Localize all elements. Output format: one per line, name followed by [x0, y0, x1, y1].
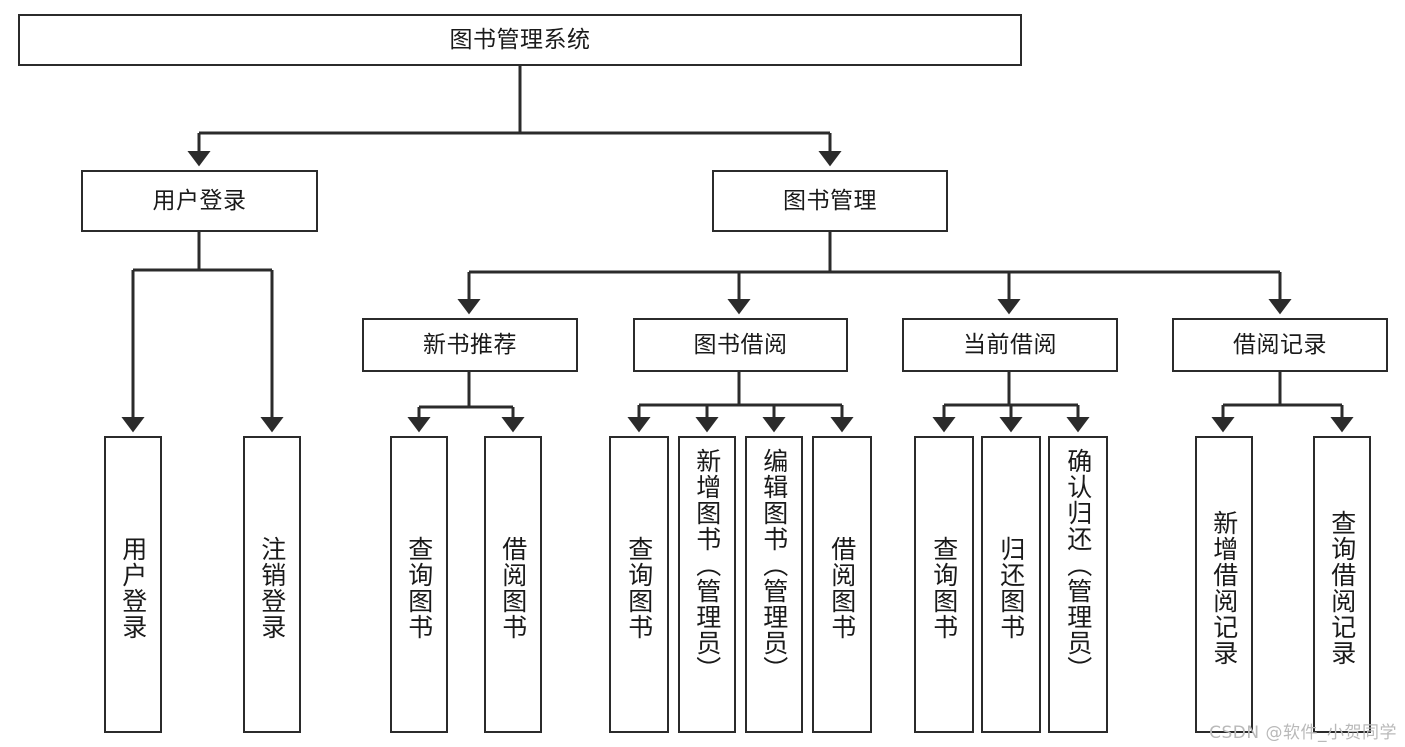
node-new-book-recommend[interactable]: 新书推荐 — [362, 318, 578, 372]
node-label: 图书管理 — [783, 187, 877, 214]
leaf-current-borrow-query[interactable]: 查询图书 — [914, 436, 974, 733]
node-label: 新书推荐 — [423, 331, 517, 358]
node-label: 确认归还（管理员） — [1063, 448, 1093, 682]
node-label: 归还图书 — [996, 535, 1026, 640]
csdn-watermark: CSDN @软件_小贺同学 — [1209, 723, 1397, 743]
node-label: 借阅记录 — [1233, 331, 1327, 358]
node-label: 借阅图书 — [498, 535, 528, 640]
node-label: 新增借阅记录 — [1209, 509, 1239, 666]
node-label: 注销登录 — [257, 535, 287, 640]
node-label: 查询图书 — [404, 535, 434, 640]
node-current-borrow[interactable]: 当前借阅 — [902, 318, 1118, 372]
node-label: 借阅图书 — [827, 535, 857, 640]
leaf-book-borrow-edit[interactable]: 编辑图书（管理员） — [745, 436, 803, 733]
node-label: 用户登录 — [152, 187, 247, 214]
node-label: 新增图书（管理员） — [692, 448, 722, 682]
leaf-new-book-borrow[interactable]: 借阅图书 — [484, 436, 542, 733]
leaf-book-borrow-add[interactable]: 新增图书（管理员） — [678, 436, 736, 733]
leaf-new-book-query[interactable]: 查询图书 — [390, 436, 448, 733]
node-label: 图书管理系统 — [449, 26, 591, 53]
node-label: 查询借阅记录 — [1327, 509, 1357, 666]
node-borrow-record[interactable]: 借阅记录 — [1172, 318, 1388, 372]
leaf-current-borrow-confirm-return[interactable]: 确认归还（管理员） — [1048, 436, 1108, 733]
node-label: 编辑图书（管理员） — [759, 448, 789, 682]
node-root-library-system[interactable]: 图书管理系统 — [18, 14, 1022, 66]
node-user-login[interactable]: 用户登录 — [81, 170, 318, 232]
leaf-borrow-record-add[interactable]: 新增借阅记录 — [1195, 436, 1253, 733]
node-book-management[interactable]: 图书管理 — [712, 170, 948, 232]
node-label: 查询图书 — [929, 535, 959, 640]
node-label: 图书借阅 — [693, 331, 788, 358]
node-label: 用户登录 — [118, 535, 148, 640]
node-label: 查询图书 — [624, 535, 654, 640]
leaf-borrow-record-query[interactable]: 查询借阅记录 — [1313, 436, 1371, 733]
leaf-user-login-logout[interactable]: 注销登录 — [243, 436, 301, 733]
node-book-borrow[interactable]: 图书借阅 — [633, 318, 848, 372]
node-label: 当前借阅 — [963, 331, 1057, 358]
leaf-current-borrow-return[interactable]: 归还图书 — [981, 436, 1041, 733]
leaf-book-borrow-borrow[interactable]: 借阅图书 — [812, 436, 872, 733]
leaf-book-borrow-query[interactable]: 查询图书 — [609, 436, 669, 733]
leaf-user-login-login[interactable]: 用户登录 — [104, 436, 162, 733]
